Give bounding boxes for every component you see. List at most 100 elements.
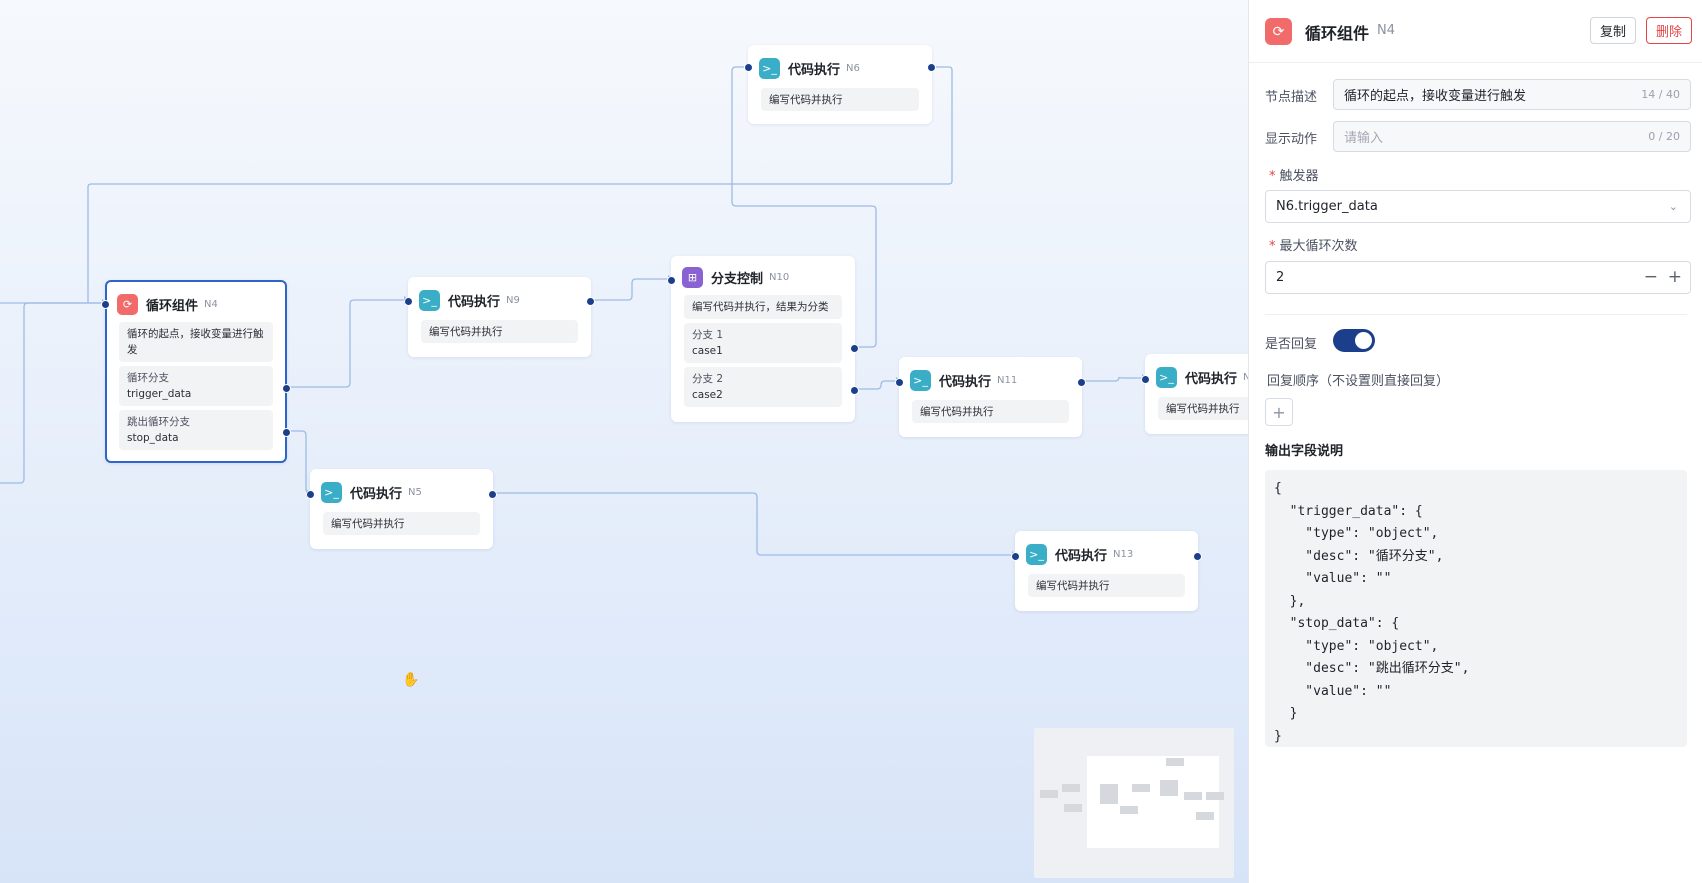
input-port[interactable] [895, 378, 904, 387]
loop-icon: ⟳ [1265, 18, 1292, 45]
node-desc: 编写代码并执行 [1028, 574, 1185, 597]
reply-toggle[interactable] [1333, 329, 1375, 352]
max-loop-stepper[interactable]: 2 − + [1265, 261, 1691, 294]
panel-node-id: N4 [1377, 23, 1395, 38]
loop-icon: ⟳ [117, 293, 138, 315]
chevron-down-icon: ⌄ [1668, 200, 1678, 213]
input-port[interactable] [667, 276, 676, 285]
plus-icon[interactable]: + [1667, 267, 1682, 287]
output-port[interactable] [1077, 378, 1086, 387]
edge-n4-n5 [287, 430, 312, 494]
node-n11[interactable]: >_ 代码执行 N11 编写代码并执行 [895, 357, 1086, 437]
node-id: N9 [506, 294, 520, 306]
node-n5[interactable]: >_ 代码执行 N5 编写代码并执行 [306, 469, 497, 549]
node-n6[interactable]: >_ 代码执行 N6 编写代码并执行 [744, 45, 936, 124]
output-label: 输出字段说明 [1265, 444, 1344, 459]
code-icon: >_ [419, 289, 440, 311]
node-title: 代码执行 [350, 486, 403, 502]
input-port[interactable] [404, 297, 413, 306]
flow-canvas[interactable]: >_ 代码执行 N6 编写代码并执行 ⟳ 循环组件 N4 循环的起点，接收变量进… [0, 0, 1248, 883]
input-port[interactable] [306, 490, 315, 499]
node-id: N13 [1113, 548, 1134, 560]
copy-button[interactable]: 复制 [1590, 17, 1636, 44]
panel-header: ⟳ 循环组件 N4 复制 删除 [1249, 0, 1702, 63]
node-title: 代码执行 [448, 294, 501, 310]
action-placeholder: 请输入 [1344, 131, 1384, 146]
node-id: N5 [408, 486, 422, 498]
desc-value: 循环的起点，接收变量进行触发 [1344, 89, 1527, 104]
desc-input[interactable]: 循环的起点，接收变量进行触发 14 / 40 [1333, 79, 1691, 110]
node-desc: 编写代码并执行 [1158, 397, 1248, 420]
code-icon: >_ [910, 369, 931, 391]
node-title: 代码执行 [788, 62, 841, 78]
max-loop-value: 2 [1276, 270, 1285, 285]
input-port[interactable] [744, 63, 753, 72]
trigger-select[interactable]: N6.trigger_data ⌄ [1265, 190, 1691, 223]
node-desc: 编写代码并执行 [323, 512, 480, 535]
trigger-value: N6.trigger_data [1276, 199, 1378, 214]
trigger-label: *触发器 [1269, 169, 1319, 184]
node-id: N4 [204, 298, 218, 310]
minus-icon[interactable]: − [1643, 267, 1658, 287]
minimap[interactable] [1034, 728, 1234, 878]
code-icon: >_ [759, 57, 780, 79]
action-input[interactable]: 请输入 0 / 20 [1333, 121, 1691, 152]
divider [1265, 314, 1687, 315]
edge-n4-n9 [287, 299, 410, 388]
code-icon: >_ [321, 481, 342, 503]
panel-title: 循环组件 [1305, 24, 1370, 43]
node-desc: 编写代码并执行 [761, 88, 919, 111]
case2-output-port[interactable] [850, 386, 859, 395]
node-n9[interactable]: >_ 代码执行 N9 编写代码并执行 [404, 277, 595, 357]
edge-top-loop [87, 66, 953, 303]
node-title: 循环组件 [146, 298, 199, 314]
add-reply-order-button[interactable]: + [1265, 398, 1293, 426]
output-port[interactable] [586, 297, 595, 306]
exit-output-port[interactable] [282, 428, 291, 437]
node-desc: 编写代码并执行 [912, 400, 1069, 423]
node-desc: 循环的起点，接收变量进行触发 [119, 322, 273, 362]
branch-icon: ⊞ [682, 266, 703, 288]
node-id: N10 [769, 271, 790, 283]
node-id: N11 [997, 374, 1018, 386]
code-icon: >_ [1026, 543, 1047, 565]
edge-n9-n10 [592, 278, 674, 301]
node-n12[interactable]: >_ 代码执行 N 编写代码并执行 [1141, 354, 1248, 434]
max-loop-label: *最大循环次数 [1269, 239, 1358, 254]
edge-n5-n13 [494, 492, 1018, 556]
action-count: 0 / 20 [1648, 130, 1680, 143]
hand-cursor-icon: ✋ [402, 672, 420, 688]
node-title: 代码执行 [939, 374, 992, 390]
input-port[interactable] [101, 300, 110, 309]
edge-n10-n6 [731, 66, 877, 348]
edge-left-mid [0, 302, 102, 484]
output-port[interactable] [927, 63, 936, 72]
reply-label: 是否回复 [1265, 337, 1318, 352]
node-title: 代码执行 [1185, 371, 1238, 387]
node-title: 分支控制 [711, 271, 764, 287]
case1-output-port[interactable] [850, 344, 859, 353]
code-icon: >_ [1156, 366, 1177, 388]
node-title: 代码执行 [1055, 548, 1108, 564]
node-id: N6 [846, 62, 860, 74]
reply-order-label: 回复顺序（不设置则直接回复） [1267, 374, 1450, 389]
node-desc: 编写代码并执行 [421, 320, 578, 343]
loop-output-port[interactable] [282, 384, 291, 393]
properties-panel: ⟳ 循环组件 N4 复制 删除 节点描述 循环的起点，接收变量进行触发 14 /… [1248, 0, 1702, 883]
node-n13[interactable]: >_ 代码执行 N13 编写代码并执行 [1011, 531, 1202, 611]
node-id: N [1243, 371, 1248, 383]
desc-label: 节点描述 [1265, 90, 1318, 105]
desc-count: 14 / 40 [1641, 88, 1680, 101]
edge-n10-n11 [857, 380, 902, 390]
output-port[interactable] [488, 490, 497, 499]
delete-button[interactable]: 删除 [1646, 17, 1692, 44]
output-port[interactable] [1193, 552, 1202, 561]
input-port[interactable] [1011, 552, 1020, 561]
input-port[interactable] [1141, 375, 1150, 384]
